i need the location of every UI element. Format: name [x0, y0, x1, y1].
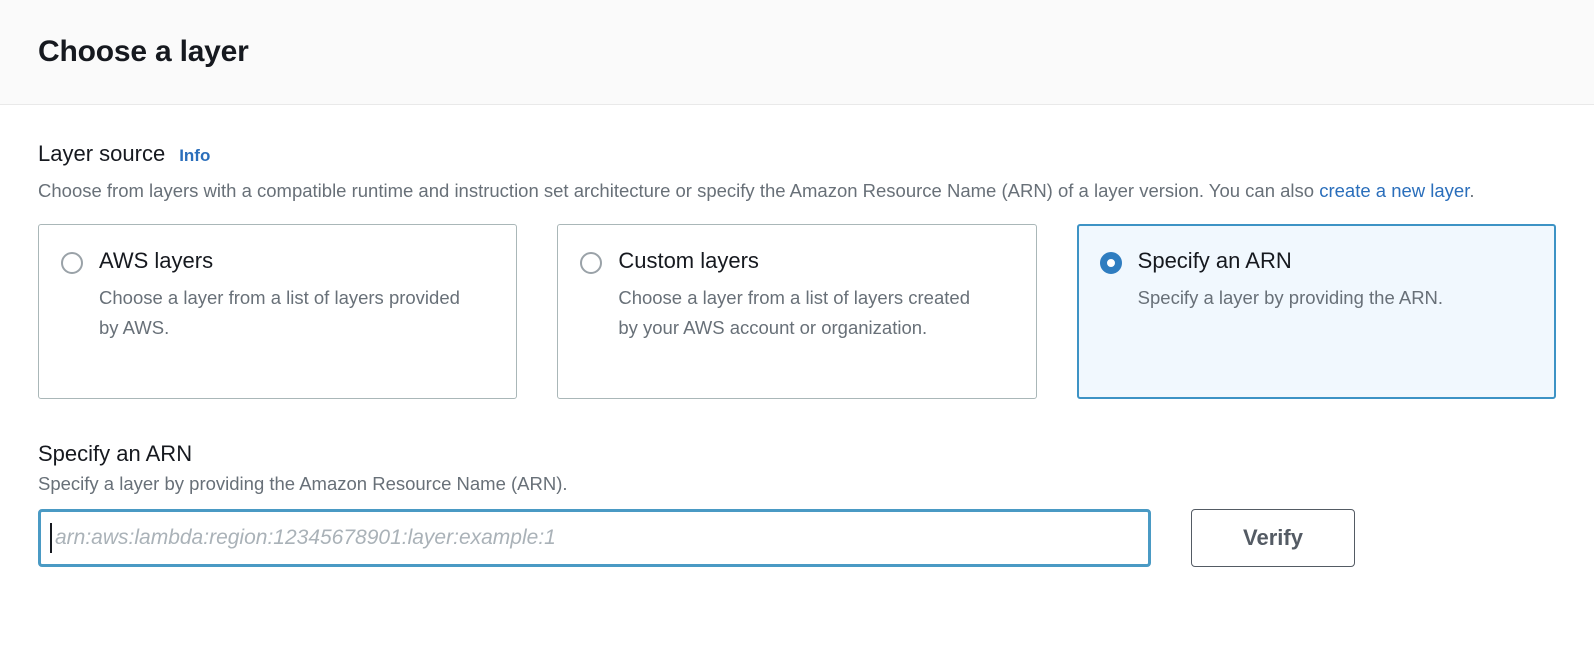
radio-icon-specify-arn[interactable]	[1099, 252, 1122, 275]
radio-card-description: Choose a layer from a list of layers pro…	[99, 286, 460, 338]
layer-source-label-row: Layer source Info	[38, 141, 1556, 167]
verify-button[interactable]: Verify	[1191, 509, 1355, 568]
specify-arn-input-row: Verify	[38, 509, 1556, 568]
layer-source-description: Choose from layers with a compatible run…	[38, 175, 1478, 206]
radio-card-title: Custom layers	[618, 248, 759, 274]
layer-source-label: Layer source	[38, 141, 166, 166]
layer-source-options: AWS layers Choose a layer from a list of…	[38, 224, 1556, 400]
radio-card-aws-layers[interactable]: AWS layers Choose a layer from a list of…	[38, 224, 518, 400]
modal-body: Layer source Info Choose from layers wit…	[0, 105, 1594, 666]
layer-source-description-text-2: .	[1469, 180, 1475, 201]
radio-icon-custom-layers[interactable]	[580, 252, 603, 275]
arn-input[interactable]	[52, 512, 1139, 565]
specify-arn-heading: Specify an ARN	[38, 441, 193, 467]
info-link[interactable]: Info	[179, 146, 211, 165]
radio-icon-aws-layers[interactable]	[61, 252, 83, 275]
create-new-layer-link[interactable]: create a new layer	[1319, 180, 1470, 201]
radio-card-description: Choose a layer from a list of layers cre…	[618, 286, 970, 338]
radio-card-description: Specify a layer by providing the ARN.	[1137, 286, 1444, 308]
layer-source-description-text-1: Choose from layers with a compatible run…	[38, 180, 1320, 201]
page-title: Choose a layer	[38, 35, 249, 68]
text-caret	[50, 523, 52, 554]
radio-card-specify-arn[interactable]: Specify an ARN Specify a layer by provid…	[1076, 224, 1556, 400]
arn-input-wrapper[interactable]	[38, 509, 1151, 568]
specify-arn-description: Specify a layer by providing the Amazon …	[38, 473, 568, 495]
radio-card-text-aws-layers: AWS layers Choose a layer from a list of…	[99, 247, 469, 376]
specify-arn-section: Specify an ARN Specify a layer by provid…	[38, 441, 1556, 568]
radio-card-custom-layers[interactable]: Custom layers Choose a layer from a list…	[557, 224, 1037, 400]
radio-card-text-custom-layers: Custom layers Choose a layer from a list…	[618, 247, 988, 376]
radio-card-text-specify-arn: Specify an ARN Specify a layer by provid…	[1138, 247, 1443, 376]
modal-header: Choose a layer	[0, 0, 1594, 105]
radio-card-title: Specify an ARN	[1137, 248, 1292, 274]
radio-card-title: AWS layers	[99, 248, 214, 274]
